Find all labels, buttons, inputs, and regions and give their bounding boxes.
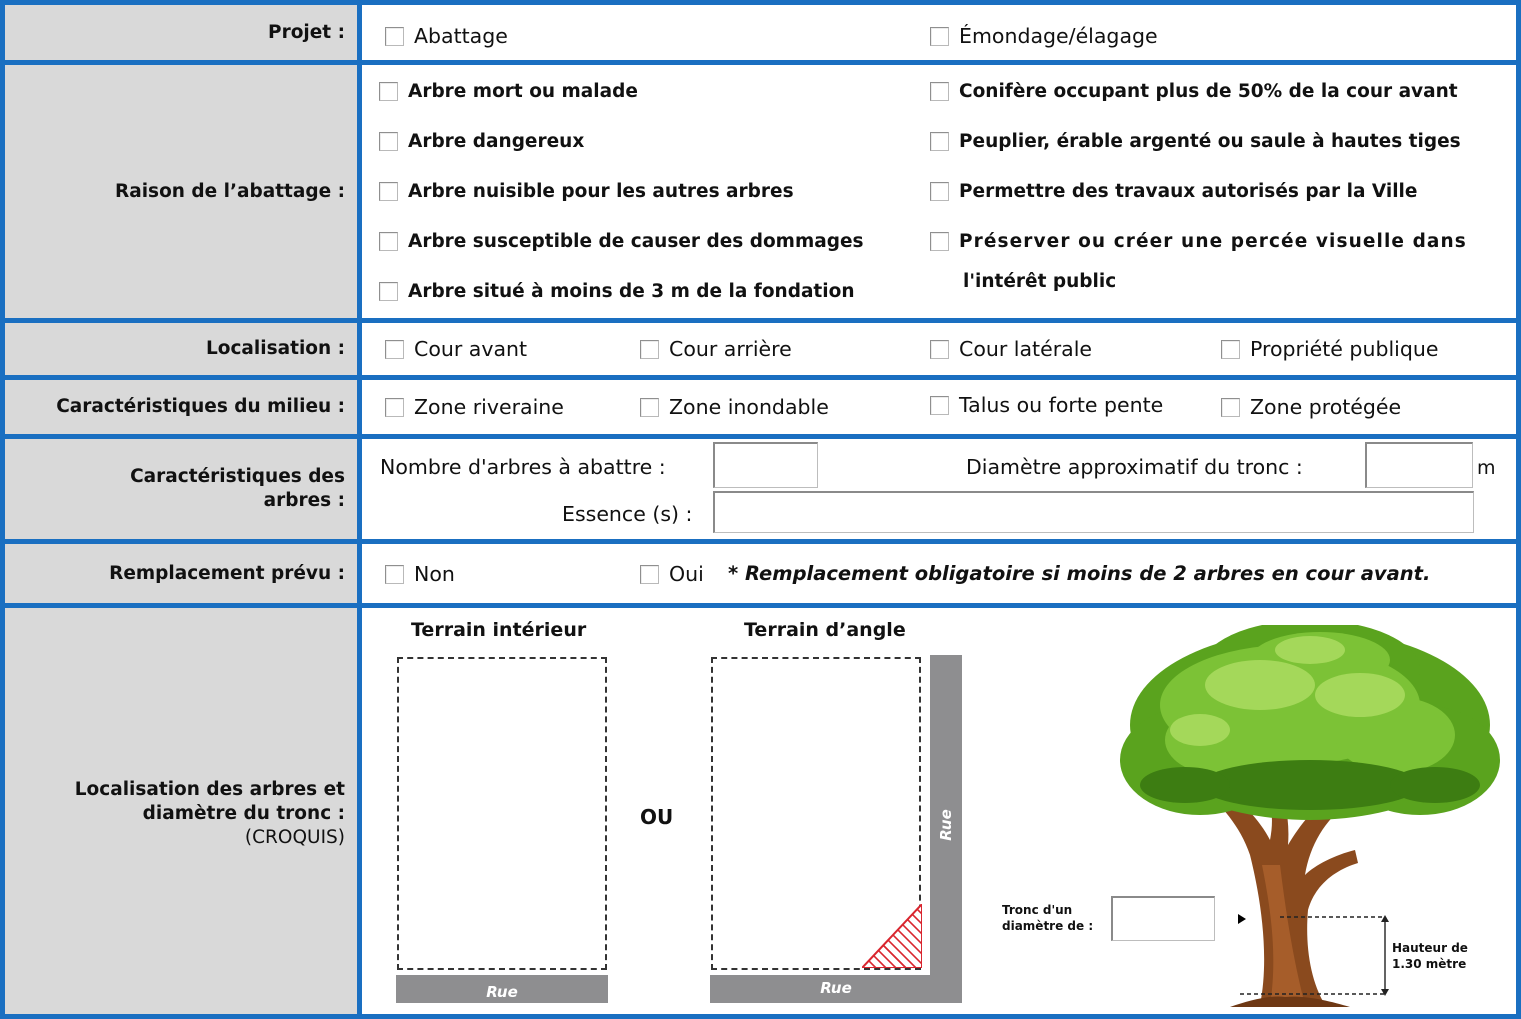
tronc-pointer-icon [1238,914,1246,924]
checkbox-box[interactable] [640,564,659,584]
checkbox-zone-inondable[interactable]: Zone inondable [640,395,829,419]
checkbox-remplacement-oui[interactable]: Oui [640,562,704,586]
checkbox-box[interactable] [930,132,949,151]
checkbox-box[interactable] [379,282,398,301]
label-remplacement-prevu: Remplacement prévu : [5,544,357,603]
checkbox-zone-riveraine[interactable]: Zone riveraine [385,395,564,419]
checkbox-cour-avant[interactable]: Cour avant [385,337,527,361]
checkbox-cour-laterale[interactable]: Cour latérale [930,337,1092,361]
checkbox-arbre-dangereux[interactable]: Arbre dangereux [379,131,584,152]
checkbox-box[interactable] [930,82,949,101]
checkbox-talus[interactable]: Talus ou forte pente [930,393,1163,417]
ou-separator: OU [640,805,674,829]
checkbox-box[interactable] [379,132,398,151]
terrain-angle-sketch-area[interactable] [711,657,921,970]
border-left [0,0,5,1019]
checkbox-box[interactable] [385,339,404,359]
checkbox-box[interactable] [379,182,398,201]
diametre-input[interactable] [1365,442,1473,488]
checkbox-box[interactable] [385,564,404,584]
checkbox-box[interactable] [930,339,949,359]
checkbox-conifere[interactable]: Conifère occupant plus de 50% de la cour… [930,81,1458,102]
checkbox-box[interactable] [379,232,398,251]
diametre-label: Diamètre approximatif du tronc : [966,455,1303,479]
checkbox-box[interactable] [930,232,949,251]
checkbox-peuplier[interactable]: Peuplier, érable argenté ou saule à haut… [930,131,1461,152]
essence-input[interactable] [713,491,1474,533]
row-divider [0,1014,1521,1019]
essence-label: Essence (s) : [562,502,693,526]
row-divider [0,60,1521,65]
rue-angle-label: Rue [820,979,852,997]
checkbox-arbre-dommages[interactable]: Arbre susceptible de causer des dommages [379,231,864,252]
label-raison-abattage: Raison de l’abattage : [5,65,357,318]
checkbox-abattage[interactable]: Abattage [385,24,508,48]
checkbox-box[interactable] [640,339,659,359]
nombre-arbres-input[interactable] [713,442,818,488]
checkbox-box[interactable] [385,397,404,417]
checkbox-arbre-fondation[interactable]: Arbre situé à moins de 3 m de la fondati… [379,281,855,302]
tronc-diametre-input[interactable] [1111,896,1215,941]
terrain-angle-title: Terrain d’angle [744,619,906,641]
border-right [1516,0,1521,1019]
checkbox-cour-arriere[interactable]: Cour arrière [640,337,792,361]
row-divider [0,375,1521,380]
rue-angle-street-horizontal [710,975,962,1003]
diametre-unit: m [1477,457,1496,479]
row-divider [0,0,1521,5]
hauteur-dimension-lines [1240,915,1389,996]
row-divider [0,318,1521,323]
checkbox-arbre-mort[interactable]: Arbre mort ou malade [379,81,638,102]
rue-angle-street-vertical [930,655,962,1003]
checkbox-zone-protegee[interactable]: Zone protégée [1221,395,1401,419]
checkbox-travaux-autorises[interactable]: Permettre des travaux autorisés par la V… [930,181,1417,202]
checkbox-box[interactable] [1221,397,1240,417]
checkbox-remplacement-non[interactable]: Non [385,562,455,586]
row-divider [0,603,1521,608]
label-croquis: Localisation des arbres et diamètre du t… [5,608,357,1019]
checkbox-percee-visuelle[interactable]: Préserver ou créer une percée visuelle d… [930,231,1467,252]
checkbox-arbre-nuisible[interactable]: Arbre nuisible pour les autres arbres [379,181,794,202]
label-projet: Projet : [5,5,357,60]
label-localisation: Localisation : [5,323,357,375]
rue-interieur-label: Rue [486,983,518,1001]
checkbox-box[interactable] [930,395,949,415]
rue-interieur-street [396,975,608,1003]
checkbox-box[interactable] [1221,339,1240,359]
hauteur-label: Hauteur de 1.30 mètre [1392,941,1468,971]
label-caracteristiques-milieu: Caractéristiques du milieu : [5,380,357,434]
row-divider [0,434,1521,439]
terrain-interieur-sketch-area[interactable] [397,657,607,970]
percee-visuelle-continuation: l'intérêt public [963,271,1117,292]
checkbox-box[interactable] [640,397,659,417]
remplacement-note: * Remplacement obligatoire si moins de 2… [728,562,1431,585]
tree-illustration [1120,625,1500,1007]
checkbox-box[interactable] [385,26,404,46]
checkbox-emondage[interactable]: Émondage/élagage [930,24,1158,48]
checkbox-box[interactable] [930,182,949,201]
nombre-arbres-label: Nombre d'arbres à abattre : [380,455,666,479]
terrain-interieur-title: Terrain intérieur [411,619,587,641]
tronc-label: Tronc d'un diamètre de : [1002,903,1094,933]
checkbox-propriete-publique[interactable]: Propriété publique [1221,337,1438,361]
checkbox-box[interactable] [379,82,398,101]
visibility-triangle-hatch [862,904,922,968]
border-column [357,0,362,1019]
row-divider [0,539,1521,544]
rue-angle-vertical-label: Rue [937,809,955,841]
checkbox-box[interactable] [930,26,949,46]
